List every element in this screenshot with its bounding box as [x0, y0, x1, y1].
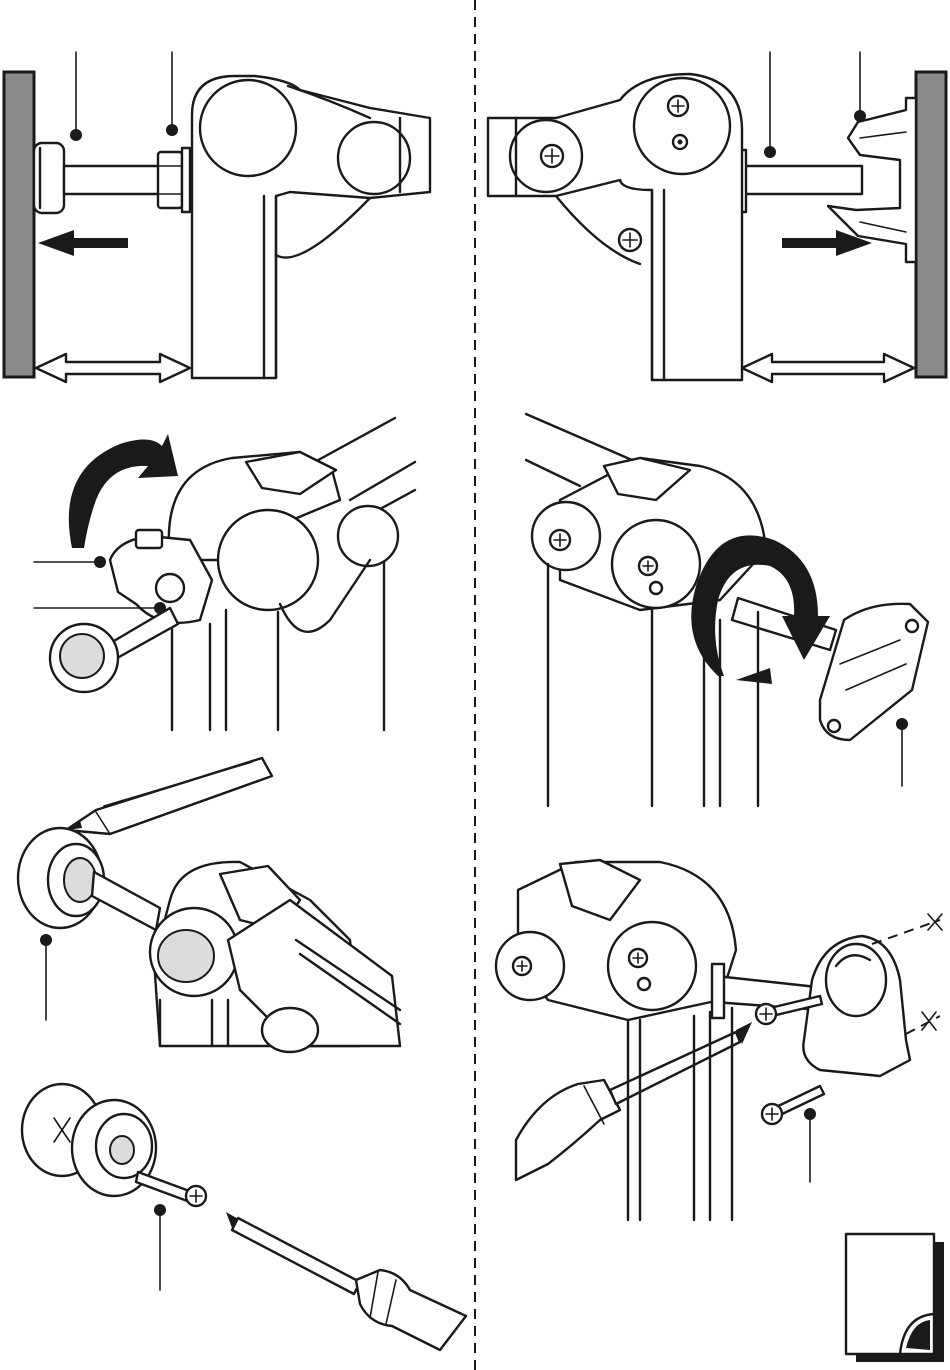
panel-2 — [488, 52, 946, 382]
panel-5 — [18, 758, 400, 1052]
panel-3 — [34, 418, 415, 730]
double-arrow-icon — [36, 354, 190, 382]
bumper-pad — [34, 143, 64, 213]
hinge-knob — [200, 80, 296, 176]
wall-icon — [4, 72, 34, 377]
double-arrow-icon — [742, 354, 914, 382]
panel-4 — [526, 414, 928, 806]
arrow-icon — [38, 230, 128, 256]
booklet-icon — [846, 1234, 944, 1362]
screw-icon — [136, 1172, 192, 1202]
lock-nut — [158, 152, 182, 208]
screwdriver-icon — [356, 1270, 466, 1350]
hinge-knob — [634, 78, 730, 174]
panel-1 — [4, 52, 430, 382]
panel-7 — [22, 1084, 466, 1350]
panel-6 — [496, 860, 942, 1220]
pencil-icon — [66, 758, 272, 834]
bracket-shaft — [744, 166, 862, 194]
hinge-knob — [218, 510, 318, 610]
bumper-shaft — [92, 872, 160, 930]
bumper-shaft — [64, 166, 160, 194]
screwdriver-icon — [516, 1080, 620, 1180]
wall-icon — [916, 72, 946, 377]
